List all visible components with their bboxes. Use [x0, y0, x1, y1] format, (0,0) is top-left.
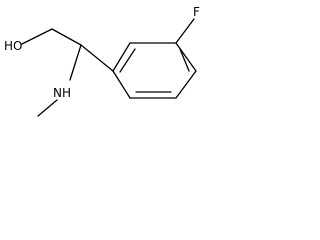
ring-bond-4 — [175, 70, 197, 99]
ring-double-bond-inner-2 — [179, 48, 190, 72]
chemical-structure-diagram: HO F NH — [4, 5, 200, 117]
bond-ch2-ch — [51, 28, 82, 46]
bond-n-methyl — [37, 99, 58, 117]
ring-bond-3 — [175, 42, 197, 72]
ring-bond-1 — [112, 42, 131, 72]
bond-ch-n — [69, 44, 82, 81]
ring-double-bond-inner-1 — [119, 48, 136, 73]
ring-bond-6 — [112, 70, 131, 99]
amine-label: NH — [53, 86, 71, 100]
fluorine-label: F — [193, 5, 200, 19]
bond-o-ch2 — [21, 28, 53, 45]
hydroxyl-label: HO — [4, 39, 22, 53]
bond-ch-ring — [80, 44, 114, 72]
bond-ring-f — [175, 18, 195, 44]
